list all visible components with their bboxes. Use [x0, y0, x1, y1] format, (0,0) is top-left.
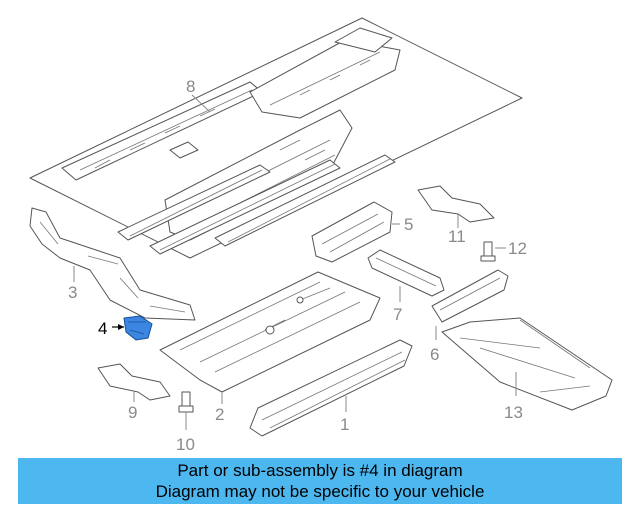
- banner-line-disclaimer: Diagram may not be specific to your vehi…: [155, 482, 485, 501]
- part-4-bracket-highlighted[interactable]: [112, 315, 153, 341]
- callout-6: 6: [430, 345, 439, 364]
- part-8-floor-pan-assembly[interactable]: [29, 17, 523, 259]
- callout-4[interactable]: 4: [98, 319, 107, 338]
- part-6-reinforcement[interactable]: [431, 269, 509, 340]
- part-3-sill-extension[interactable]: [29, 207, 196, 321]
- part-9-bracket[interactable]: [97, 363, 171, 402]
- callout-9: 9: [128, 403, 137, 422]
- callout-2: 2: [215, 405, 224, 424]
- info-banner: Part or sub-assembly is #4 in diagram Di…: [18, 458, 622, 504]
- part-2-front-floor-pan[interactable]: [159, 271, 381, 404]
- banner-line-part: Part or sub-assembly is #4 in diagram: [177, 461, 463, 480]
- callout-11: 11: [448, 227, 466, 246]
- part-7-rail[interactable]: [367, 249, 445, 302]
- part-13-underbody-cover[interactable]: [441, 317, 613, 411]
- part-1-side-sill[interactable]: [249, 339, 413, 437]
- part-11-bracket[interactable]: [417, 185, 495, 228]
- callout-3: 3: [68, 283, 77, 302]
- parts-diagram: 8 3 4 5 11 12 7 6 9 2 1 13 10: [29, 17, 613, 454]
- callout-1: 1: [340, 415, 349, 434]
- part-10-bolt[interactable]: [178, 391, 194, 430]
- callout-5: 5: [404, 215, 413, 234]
- callout-8: 8: [186, 77, 195, 96]
- part-12-bolt[interactable]: [480, 241, 506, 262]
- callout-12: 12: [508, 239, 527, 258]
- callout-13: 13: [504, 403, 523, 422]
- part-5-bracket[interactable]: [311, 201, 400, 263]
- callout-10: 10: [176, 435, 195, 454]
- callout-7: 7: [393, 305, 402, 324]
